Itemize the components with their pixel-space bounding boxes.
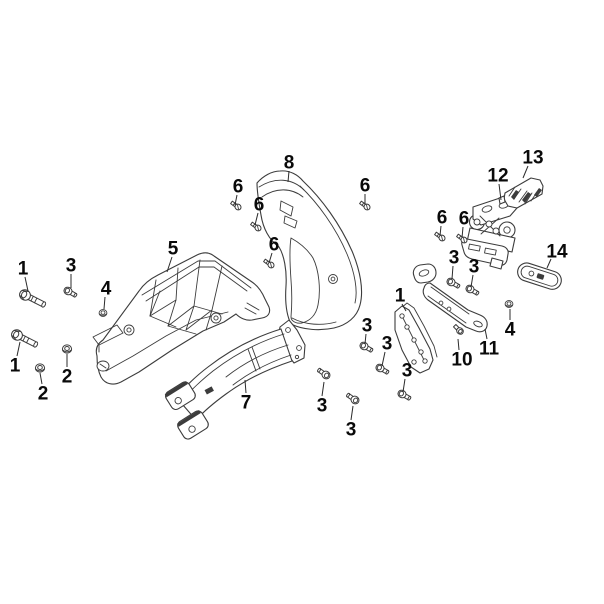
leader-line-6 xyxy=(254,212,259,226)
flange-bolt-3 xyxy=(464,283,481,298)
callout-label-11: 11 xyxy=(479,339,500,360)
part-8-fender-panel xyxy=(256,170,363,331)
leader-line-6 xyxy=(439,225,442,237)
leader-line-3 xyxy=(350,405,354,421)
leader-line-14 xyxy=(546,258,552,269)
callout-label-6: 6 xyxy=(437,208,448,229)
part-5-support-bracket xyxy=(92,252,271,385)
leader-line-3 xyxy=(364,333,367,345)
callout-label-6: 6 xyxy=(360,176,371,197)
callout-label-3: 3 xyxy=(382,334,393,355)
callout-label-14: 14 xyxy=(546,242,568,263)
flange-bolt-3 xyxy=(62,285,79,300)
callout-label-13: 13 xyxy=(522,148,543,169)
flange-nut-4 xyxy=(504,300,514,308)
callout-label-3: 3 xyxy=(402,361,413,382)
callout-label-6: 6 xyxy=(269,235,280,256)
callout-label-4: 4 xyxy=(505,320,516,341)
callout-label-6: 6 xyxy=(459,209,470,230)
part-7-rear-bracket-arm xyxy=(164,319,306,440)
hex-nut-2 xyxy=(34,363,46,373)
leader-line-3 xyxy=(321,381,325,397)
hex-nut-2 xyxy=(61,344,73,354)
callout-label-5: 5 xyxy=(168,239,179,260)
leader-line-4 xyxy=(103,296,106,310)
flange-nut-4 xyxy=(98,309,108,317)
callout-label-12: 12 xyxy=(487,166,508,187)
flange-bolt-3 xyxy=(344,390,361,406)
callout-label-6: 6 xyxy=(254,195,265,216)
leader-line-3 xyxy=(381,351,386,367)
callout-label-1: 1 xyxy=(395,286,406,307)
leader-line-12 xyxy=(498,183,502,201)
flange-bolt-3 xyxy=(445,276,462,291)
leader-line-13 xyxy=(522,165,529,179)
callout-label-2: 2 xyxy=(62,367,73,388)
callout-label-3: 3 xyxy=(66,256,77,277)
leader-line-10 xyxy=(457,338,460,351)
callout-label-3: 3 xyxy=(469,257,480,278)
leader-line-1 xyxy=(24,276,29,292)
leader-line-3 xyxy=(470,274,474,288)
hex-bolt-1 xyxy=(17,287,48,311)
leader-line-1 xyxy=(401,303,407,312)
leader-line-1 xyxy=(16,341,21,357)
flange-bolt-3 xyxy=(358,340,375,355)
part-14-reflector-plate xyxy=(517,262,562,290)
leader-line-6 xyxy=(268,252,273,264)
flange-bolt-3 xyxy=(315,365,332,381)
callout-label-10: 10 xyxy=(451,350,472,371)
leader-line-6 xyxy=(461,226,464,239)
callout-label-8: 8 xyxy=(284,153,295,174)
callout-label-1: 1 xyxy=(10,356,21,377)
leader-line-8 xyxy=(287,170,290,183)
leader-line-6 xyxy=(234,194,238,206)
callout-label-3: 3 xyxy=(317,396,328,417)
callout-label-4: 4 xyxy=(101,279,112,300)
callout-label-3: 3 xyxy=(362,316,373,337)
leader-line-5 xyxy=(166,256,173,273)
leader-line-11 xyxy=(484,328,488,340)
leader-line-3 xyxy=(451,265,454,280)
part-1-plate-bracket xyxy=(394,302,438,374)
callout-label-3: 3 xyxy=(346,420,357,441)
callout-label-3: 3 xyxy=(449,248,460,269)
leader-line-3 xyxy=(402,378,406,393)
callout-label-6: 6 xyxy=(233,177,244,198)
callout-label-1: 1 xyxy=(18,259,29,280)
flange-bolt-3 xyxy=(396,388,413,403)
leader-line-7 xyxy=(244,379,247,394)
callout-label-7: 7 xyxy=(241,393,252,414)
screw-6 xyxy=(262,257,276,270)
part-11-support-strap xyxy=(412,263,488,333)
part-12-hinge-bracket xyxy=(461,196,518,270)
leader-line-2 xyxy=(39,372,43,385)
callout-label-2: 2 xyxy=(38,384,49,405)
hex-bolt-1 xyxy=(9,327,40,351)
